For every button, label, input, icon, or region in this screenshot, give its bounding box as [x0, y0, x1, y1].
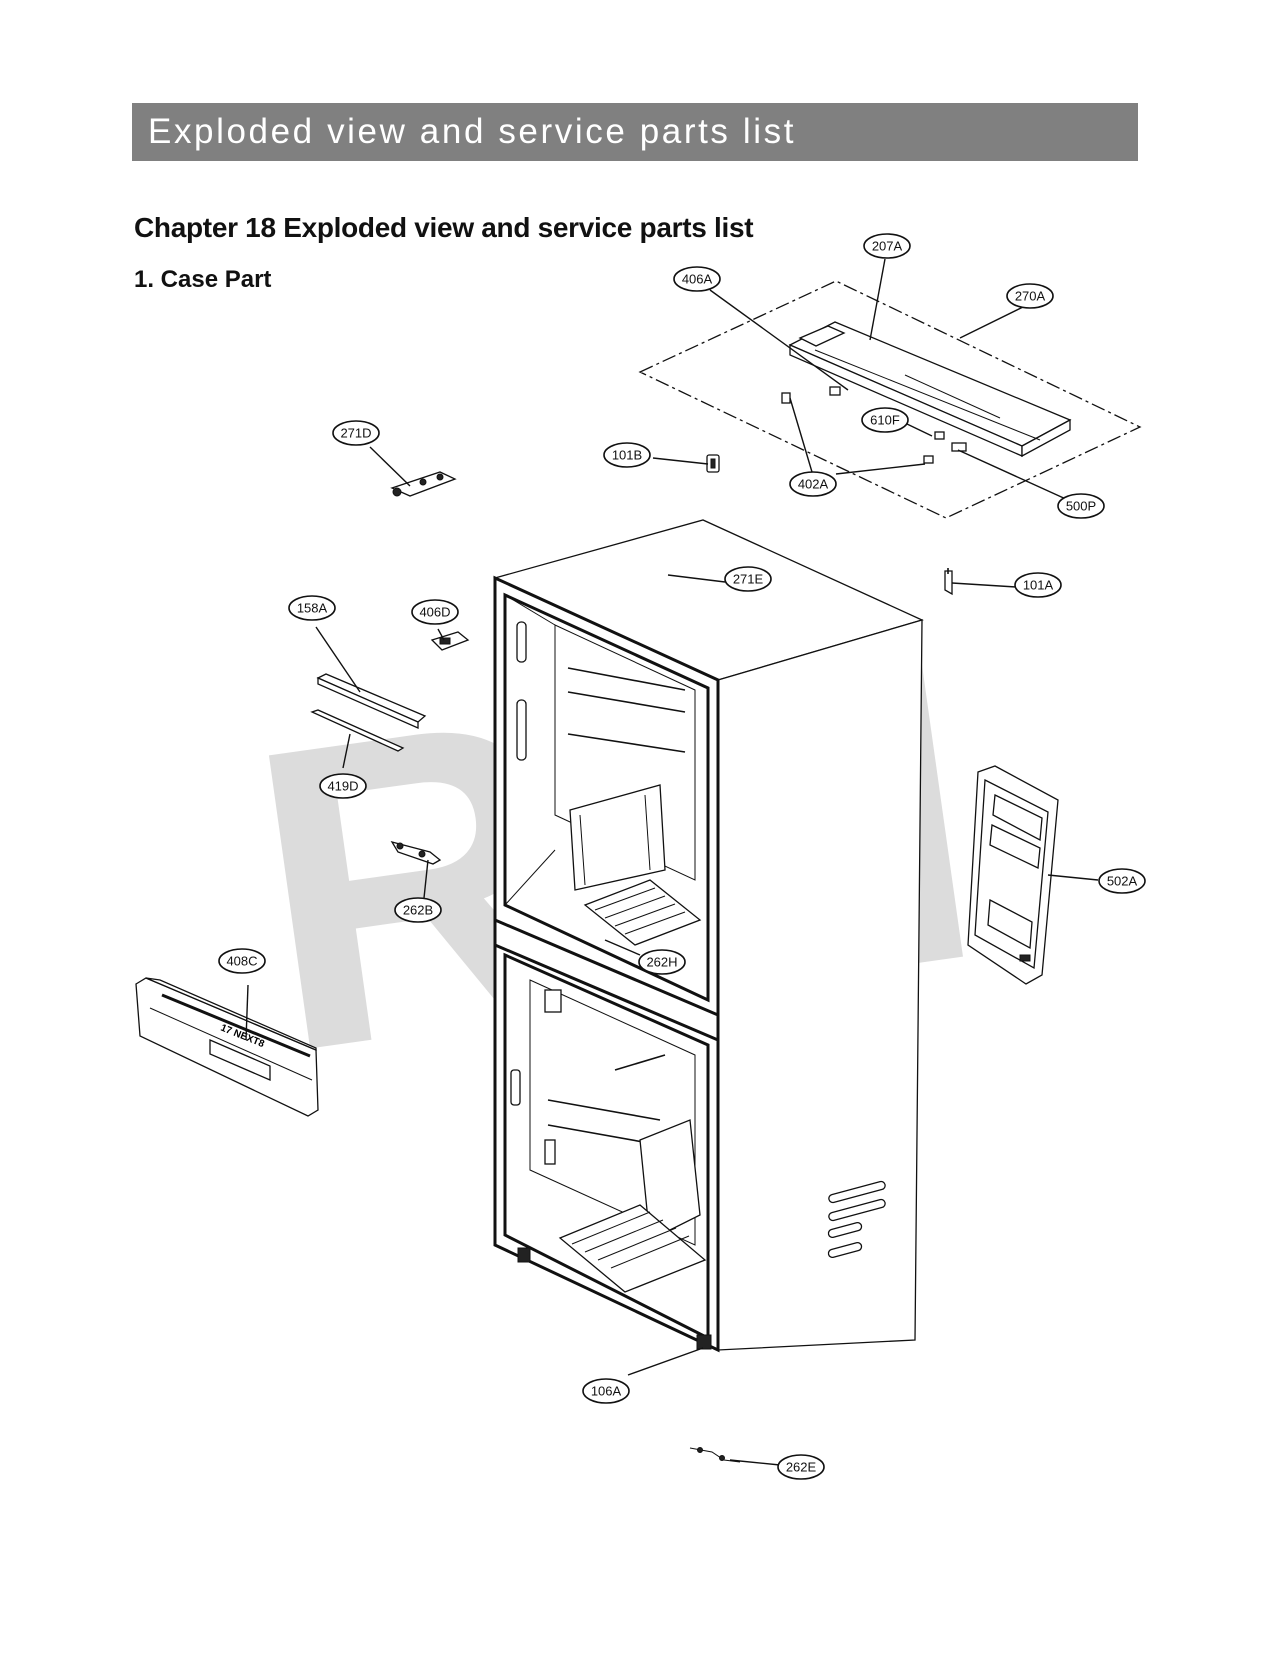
svg-text:262H: 262H	[646, 955, 677, 970]
leader-lines	[245, 258, 1099, 1466]
bracket-101b	[706, 454, 720, 473]
svg-text:271D: 271D	[340, 426, 371, 441]
callout-271d: 271D	[332, 420, 380, 446]
svg-text:406D: 406D	[419, 605, 450, 620]
callout-408c: 408C	[218, 948, 266, 974]
svg-text:101B: 101B	[612, 448, 642, 463]
hinge-262e	[689, 1447, 741, 1463]
svg-text:502A: 502A	[1107, 874, 1138, 889]
clip-101a	[944, 568, 953, 596]
top-cover-assembly	[638, 280, 1142, 519]
gasket-419d	[310, 709, 405, 752]
svg-text:610F: 610F	[870, 413, 900, 428]
callout-101a: 101A	[1014, 572, 1062, 598]
callout-262e: 262E	[777, 1454, 825, 1480]
rail-158a	[316, 673, 427, 729]
callout-610f: 610F	[861, 407, 909, 433]
svg-text:101A: 101A	[1023, 578, 1054, 593]
callout-106a: 106A	[582, 1378, 630, 1404]
header-banner: Exploded view and service parts list	[132, 103, 1138, 161]
chapter-title: Chapter 18 Exploded view and service par…	[134, 212, 754, 243]
hinge-262b	[390, 840, 442, 865]
svg-text:158A: 158A	[297, 601, 328, 616]
callout-500p: 500P	[1057, 493, 1105, 519]
callout-270a: 270A	[1006, 283, 1054, 309]
svg-text:406A: 406A	[682, 272, 713, 287]
callout-502a: 502A	[1098, 868, 1146, 894]
svg-text:271E: 271E	[733, 572, 764, 587]
svg-text:270A: 270A	[1015, 289, 1046, 304]
callout-406d: 406D	[411, 599, 459, 625]
callout-406a: 406A	[673, 266, 721, 292]
callout-262b: 262B	[394, 897, 442, 923]
svg-text:106A: 106A	[591, 1384, 622, 1399]
callout-419d: 419D	[319, 773, 367, 799]
switch-406d	[430, 631, 470, 651]
callout-402a: 402A	[789, 471, 837, 497]
svg-text:402A: 402A	[798, 477, 829, 492]
callout-101b: 101B	[603, 442, 651, 468]
banner-title: Exploded view and service parts list	[148, 112, 797, 151]
section-title: 1. Case Part	[134, 266, 272, 293]
svg-text:262E: 262E	[786, 1460, 817, 1475]
svg-text:262B: 262B	[403, 903, 433, 918]
svg-text:419D: 419D	[327, 779, 358, 794]
callout-271e: 271E	[724, 566, 772, 592]
svg-text:500P: 500P	[1066, 499, 1096, 514]
panel-502a	[967, 765, 1059, 985]
svg-text:408C: 408C	[226, 954, 257, 969]
refrigerator-cabinet	[493, 519, 924, 1353]
callout-158a: 158A	[288, 595, 336, 621]
callout-262h: 262H	[638, 949, 686, 975]
trim-408c: 17 NEXT8	[135, 977, 319, 1117]
hinge-271d	[390, 471, 457, 497]
svg-text:207A: 207A	[872, 239, 903, 254]
callout-207a: 207A	[863, 233, 911, 259]
